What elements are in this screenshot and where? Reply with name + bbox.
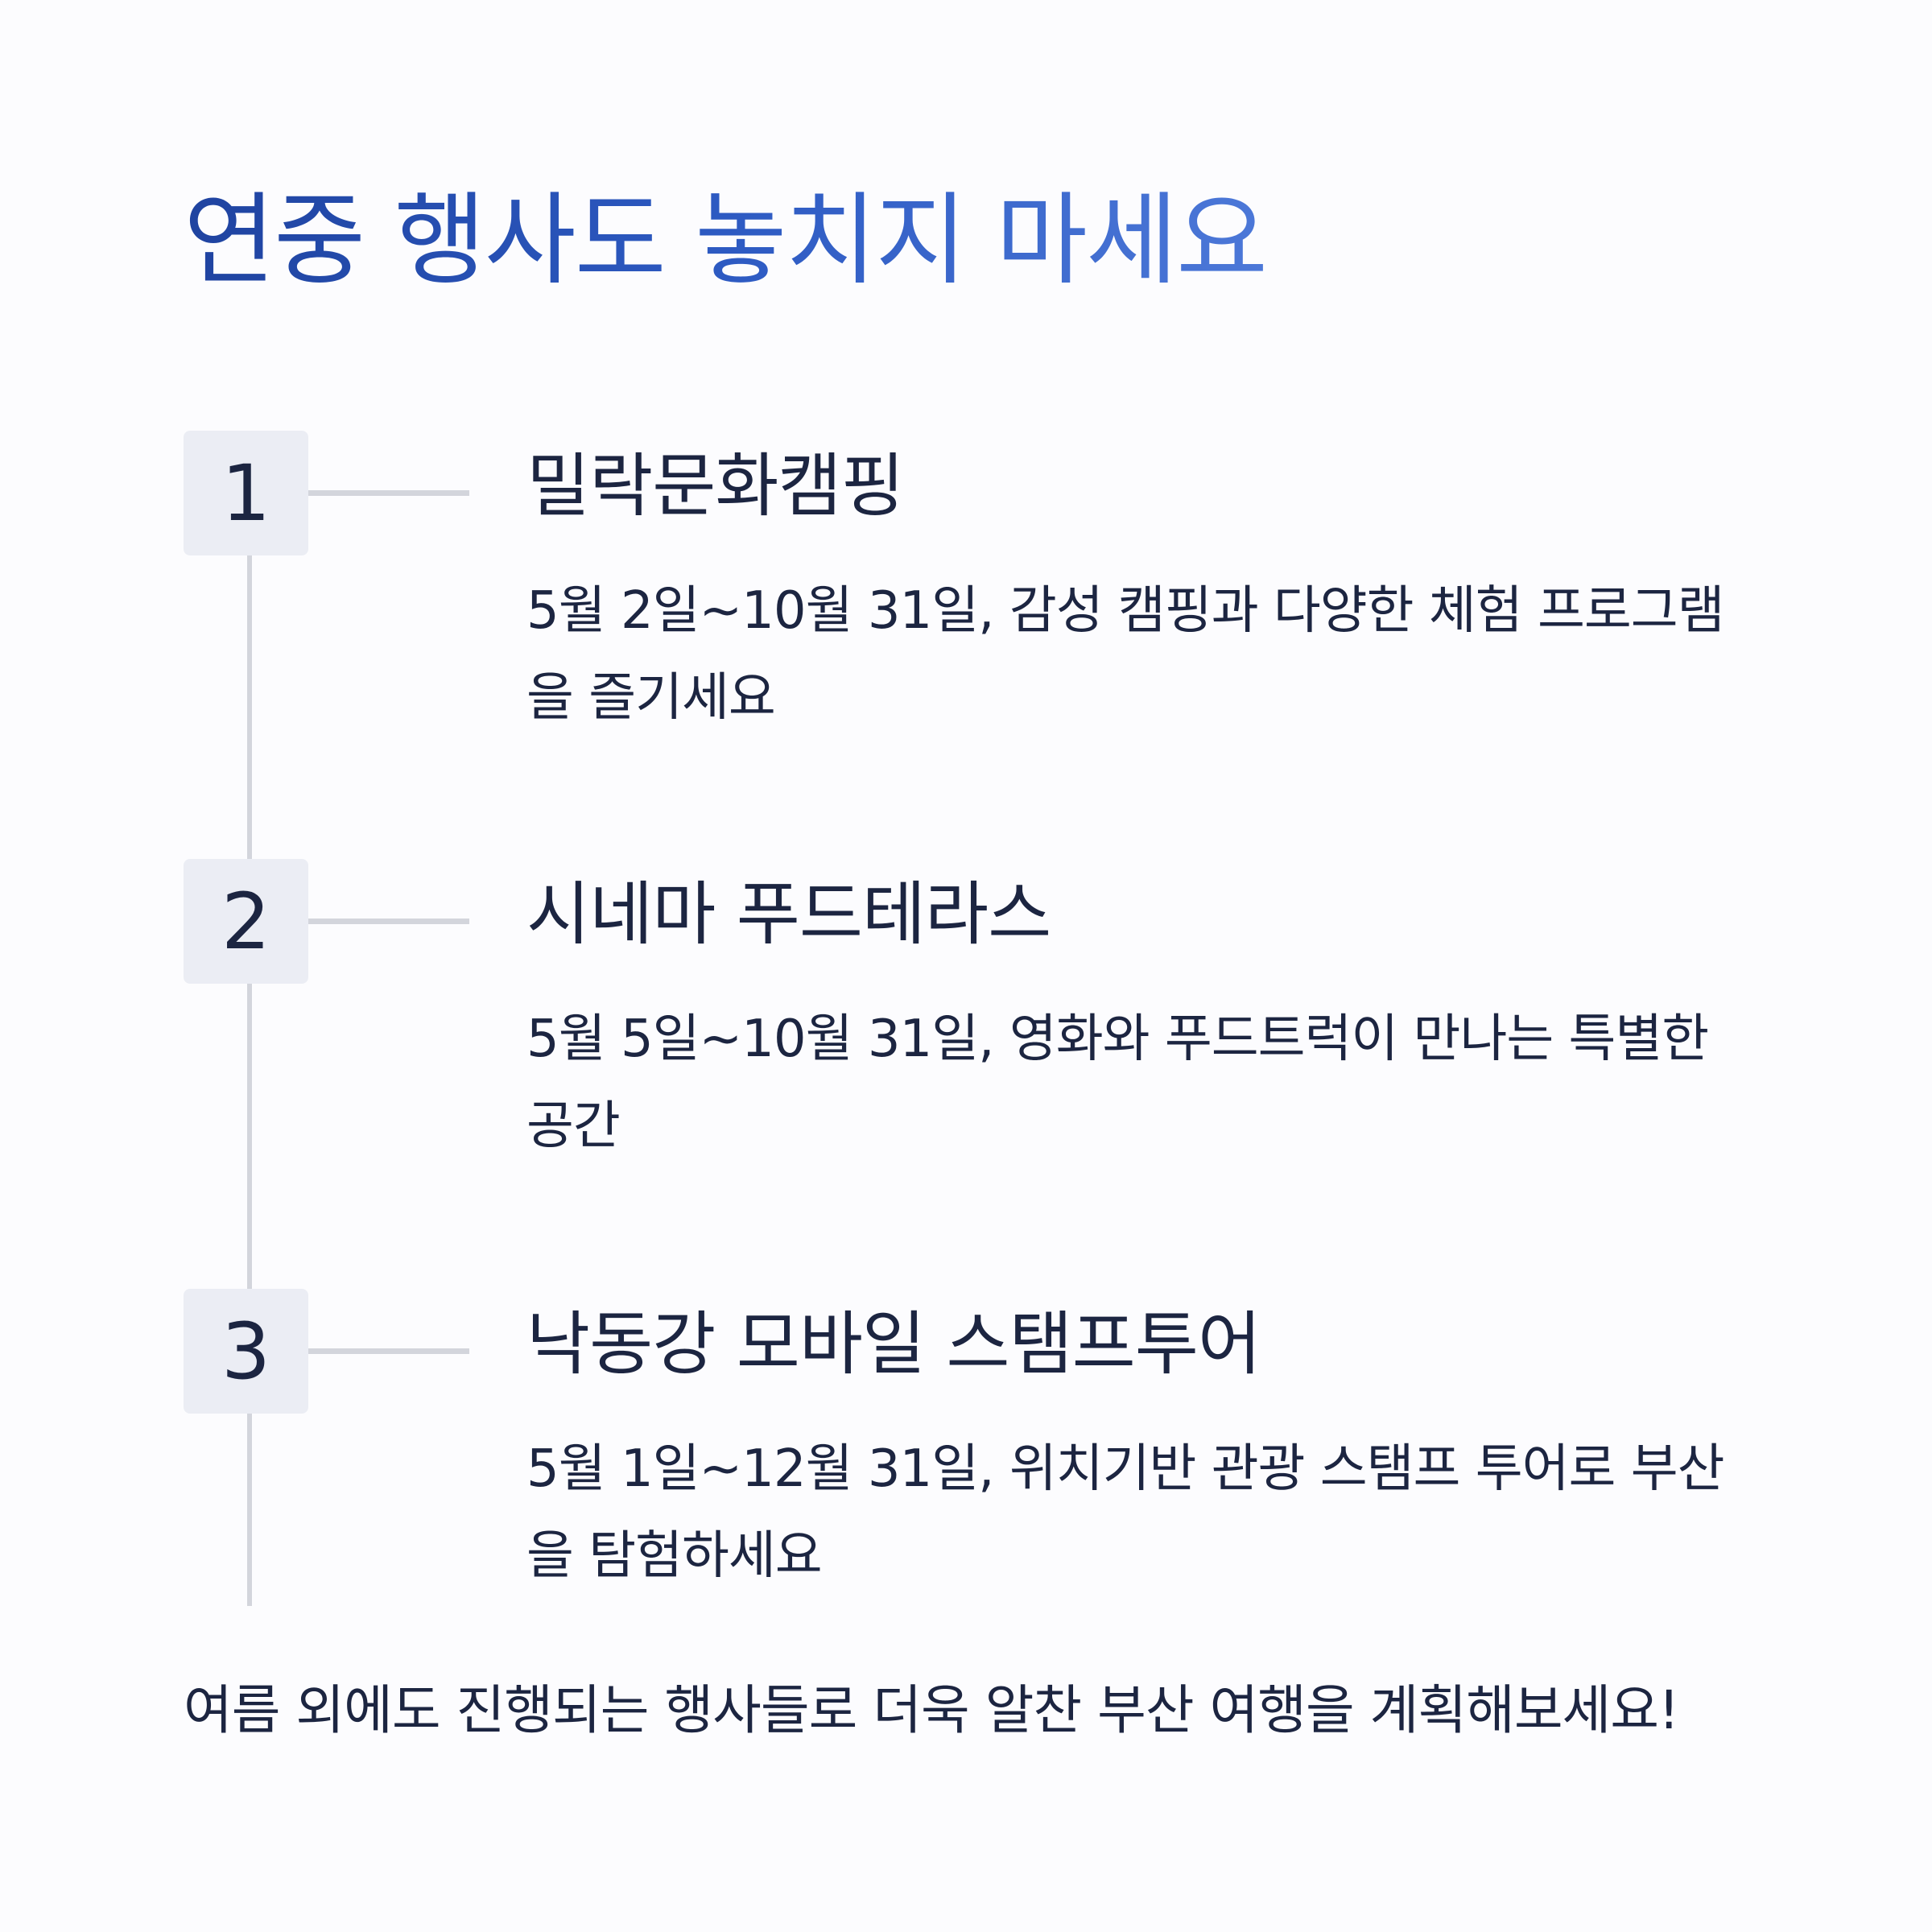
timeline-connector [308, 1348, 469, 1354]
event-title: 시네마 푸드테라스 [526, 874, 1051, 955]
timeline-line [247, 555, 252, 1606]
step-number-badge: 1 [184, 431, 308, 555]
step-number-badge: 2 [184, 859, 308, 984]
event-description: 5월 5일~10월 31일, 영화와 푸드트럭이 만나는 특별한 공간 [526, 1009, 1709, 1156]
timeline-connector [308, 490, 469, 496]
event-description: 5월 1일~12월 31일, 위치기반 관광 스탬프 투어로 부산을 탐험하세요 [526, 1439, 1725, 1586]
footer-note: 여름 외에도 진행되는 행사들로 더욱 알찬 부산 여행을 계획해보세요! [184, 1679, 1679, 1741]
timeline-connector [308, 919, 469, 924]
event-description: 5월 2일~10월 31일, 감성 캠핑과 다양한 체험 프로그램을 즐기세요 [526, 581, 1725, 728]
event-title: 낙동강 모바일 스탬프투어 [526, 1304, 1261, 1385]
page-title: 연중 행사도 놓치지 마세요 [184, 181, 1268, 301]
event-title: 밀락문화캠핑 [526, 446, 905, 526]
step-number-badge: 3 [184, 1289, 308, 1414]
